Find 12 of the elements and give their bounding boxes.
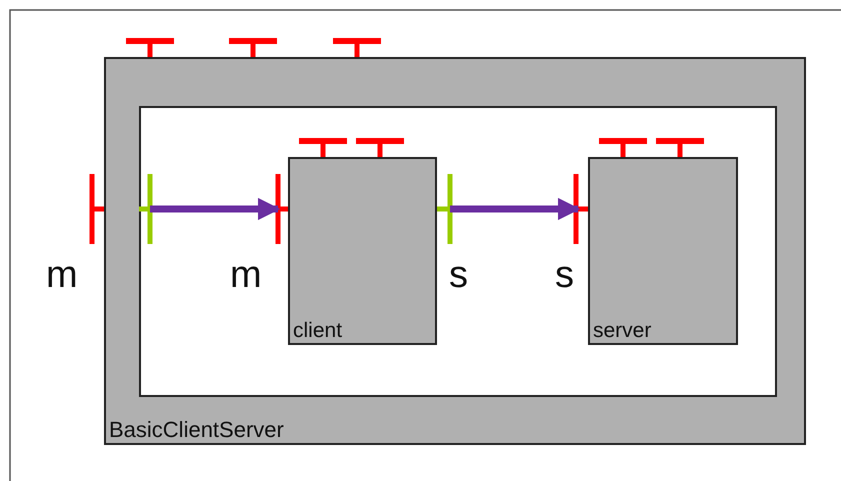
port-label: s	[555, 256, 574, 294]
component-box	[288, 157, 437, 345]
arrow	[450, 198, 580, 220]
component-box	[588, 157, 738, 345]
component-name: BasicClientServer	[109, 419, 284, 441]
component-name: server	[593, 320, 652, 341]
component-name: client	[293, 320, 342, 341]
port-label: m	[230, 256, 262, 294]
component-box	[104, 57, 806, 445]
port-label: s	[449, 256, 468, 294]
arrow	[150, 198, 280, 220]
port-label: m	[46, 256, 78, 294]
